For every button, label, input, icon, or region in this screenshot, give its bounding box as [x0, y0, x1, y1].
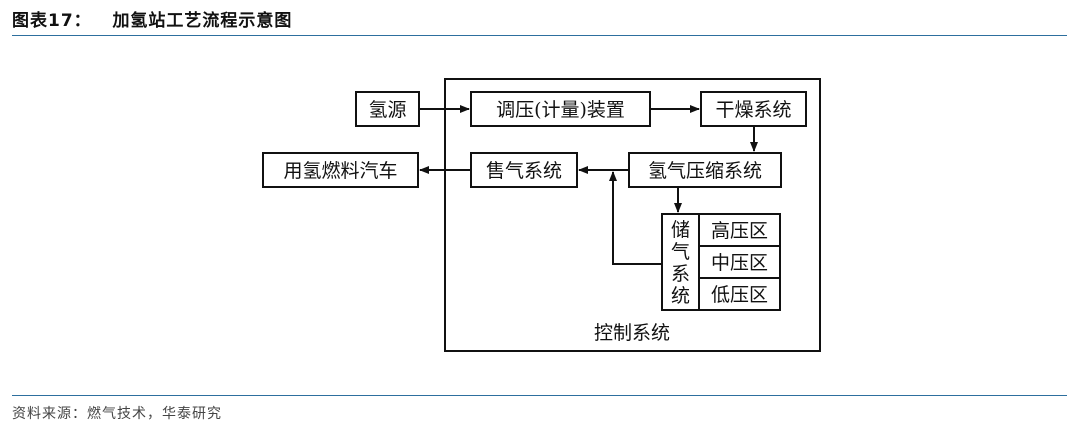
fuel-cell-vehicle-label: 用氢燃料汽车: [283, 160, 397, 182]
storage-low-label: 低压区: [711, 284, 768, 306]
dispensing-system-box: [470, 152, 578, 188]
dispensing-system-label: 售气系统: [486, 160, 562, 182]
storage-mid-label: 中压区: [711, 252, 768, 274]
fuel-cell-vehicle-box: [262, 152, 419, 188]
figure-title: 图表17： 加氢站工艺流程示意图: [12, 6, 292, 31]
storage-system-char: 气: [671, 241, 690, 263]
control-system-frame: [444, 78, 821, 352]
compression-system-label: 氢气压缩系统: [648, 160, 762, 182]
storage-system-box: [661, 213, 781, 311]
figure-caption: 加氢站工艺流程示意图: [112, 11, 293, 31]
title-divider: [12, 35, 1067, 36]
source-note: 资料来源：燃气技术，华泰研究: [12, 406, 222, 422]
drying-system-label: 干燥系统: [715, 99, 791, 121]
storage-system-char: 储: [671, 219, 690, 241]
storage-system-char: 系: [671, 263, 690, 285]
arrow-storage-to-dispensing: [609, 171, 662, 265]
hydrogen-source-label: 氢源: [368, 99, 406, 121]
storage-high-label: 高压区: [711, 220, 768, 242]
footer-divider: [12, 395, 1067, 396]
drying-system-box: [700, 91, 807, 127]
pressure-regulation-label: 调压(计量)装置: [496, 99, 625, 121]
control-system-label: 控制系统: [594, 322, 670, 344]
storage-system-char: 统: [671, 285, 690, 307]
figure-number: 图表17：: [12, 11, 92, 31]
compression-system-box: [628, 152, 782, 188]
